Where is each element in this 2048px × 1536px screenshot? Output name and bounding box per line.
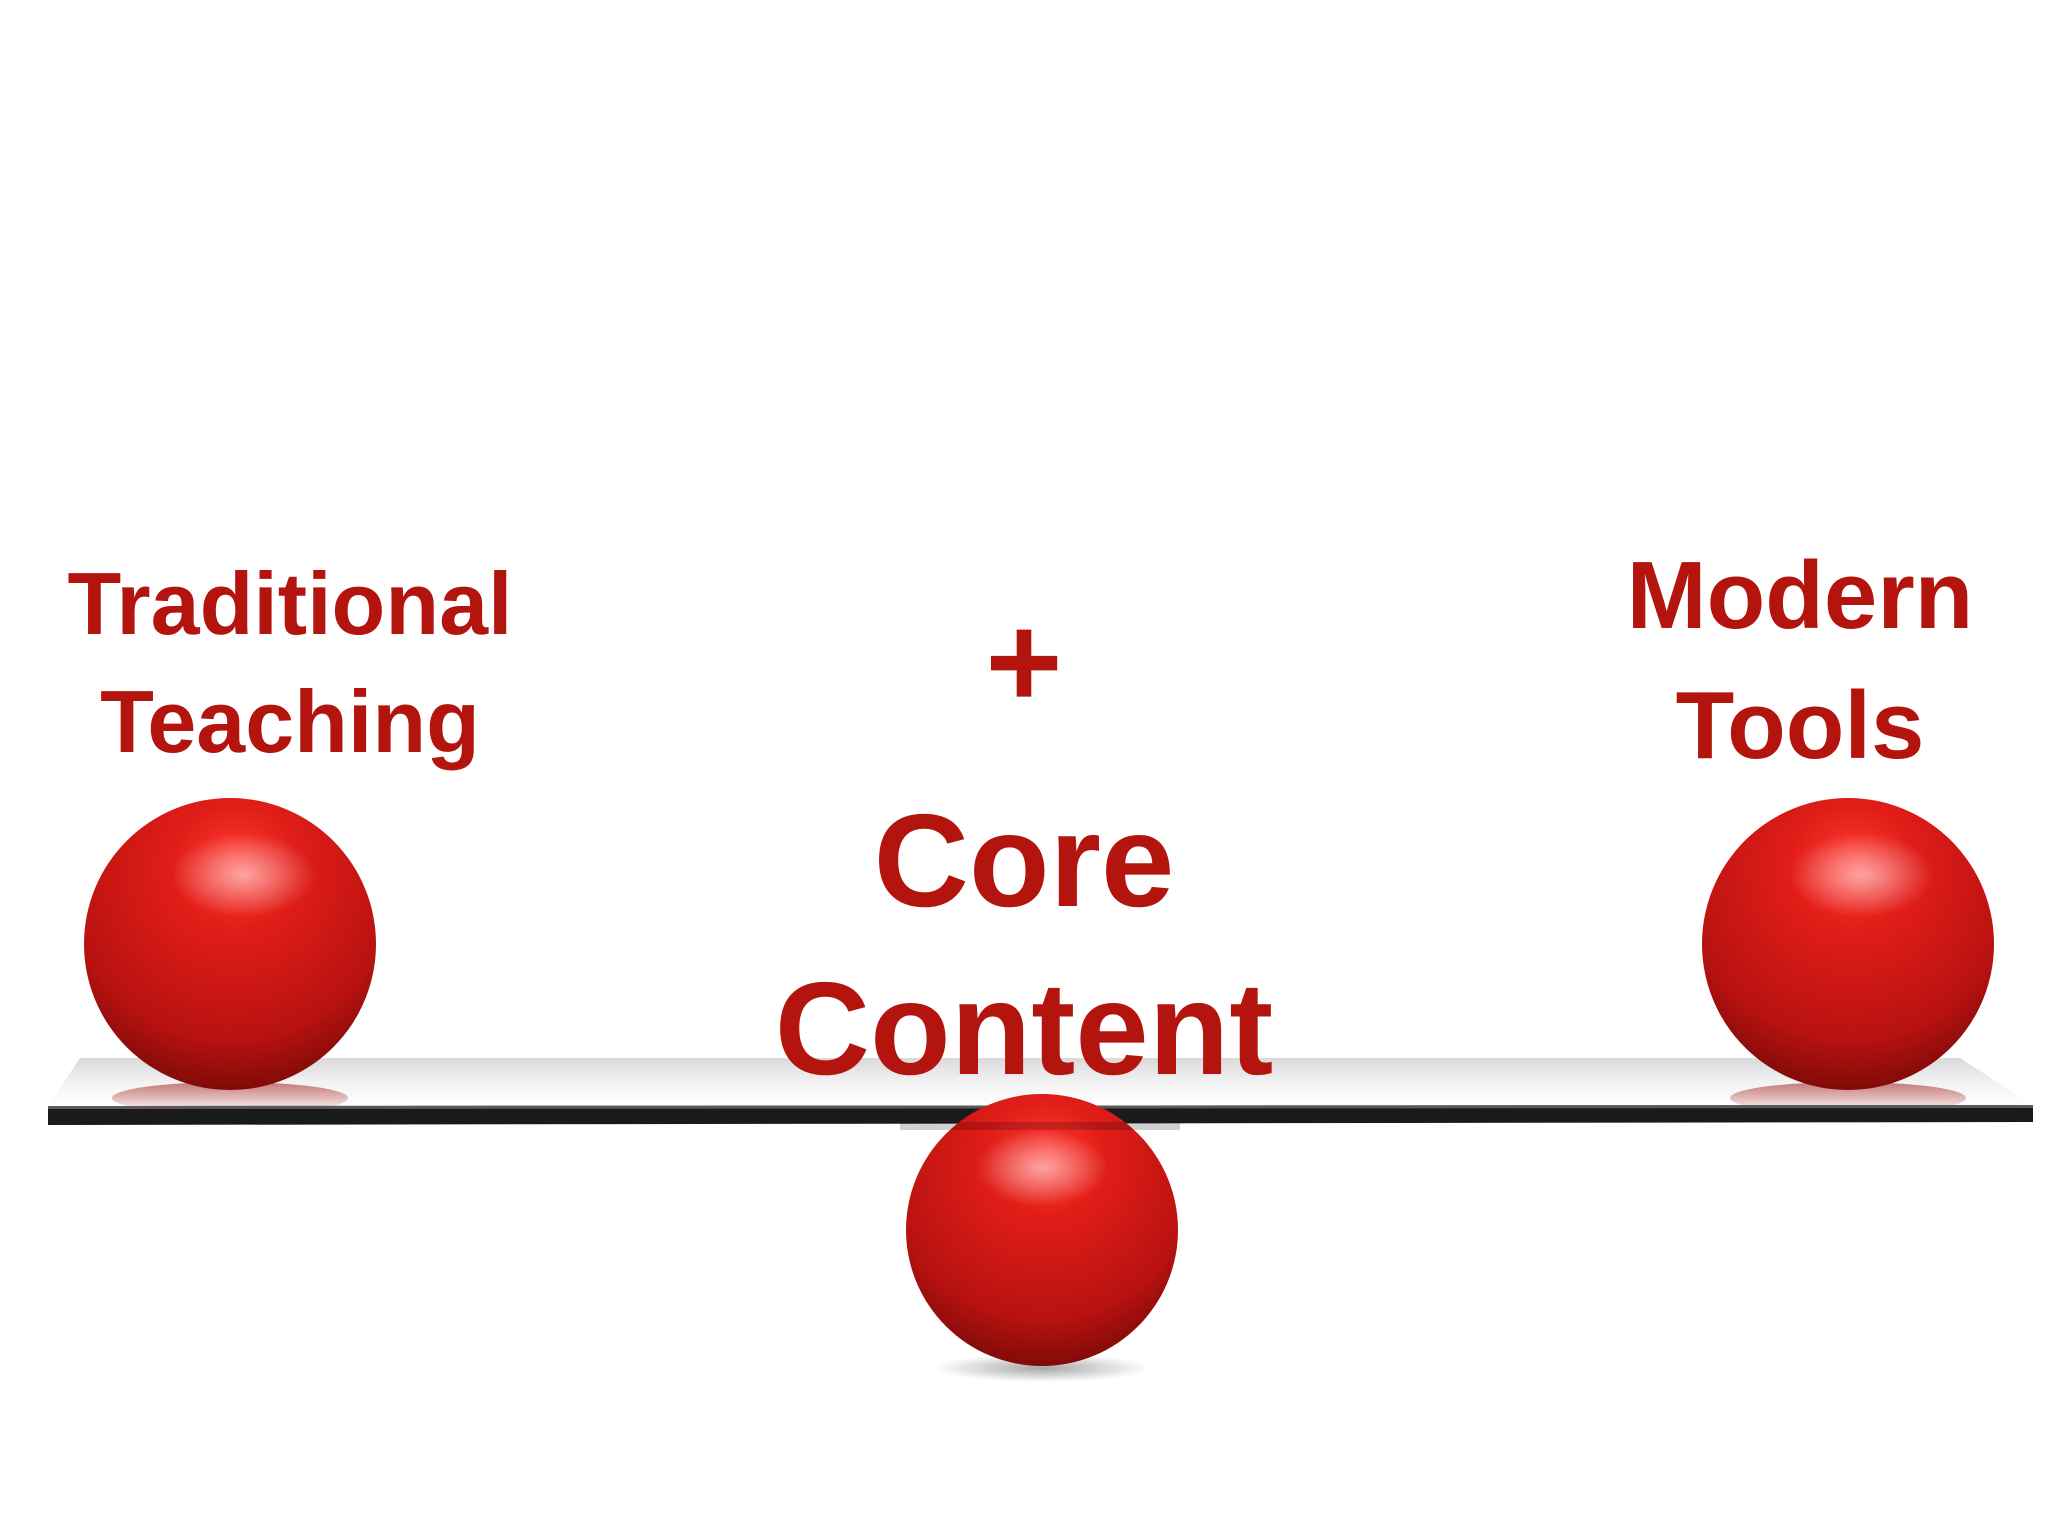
- left-ball: [84, 798, 376, 1090]
- board-top-surface: [48, 1058, 2033, 1106]
- fulcrum-ball-shadow: [934, 1354, 1150, 1382]
- fulcrum-ball: [906, 1094, 1178, 1366]
- center-label-line1: Core: [873, 787, 1175, 934]
- plus-sign: +: [985, 588, 1063, 735]
- right-ball: [1702, 798, 1994, 1090]
- core-content-label: Core Content: [724, 795, 1324, 1095]
- modern-tools-label: Modern Tools: [1600, 548, 2000, 774]
- center-label-line2: Content: [774, 955, 1274, 1102]
- right-label-line2: Tools: [1675, 672, 1925, 779]
- left-label-line2: Teaching: [100, 672, 480, 771]
- left-label-line1: Traditional: [67, 554, 513, 653]
- traditional-teaching-label: Traditional Teaching: [20, 560, 560, 766]
- board-underside-shadow: [900, 1122, 1180, 1130]
- right-label-line1: Modern: [1626, 542, 1974, 649]
